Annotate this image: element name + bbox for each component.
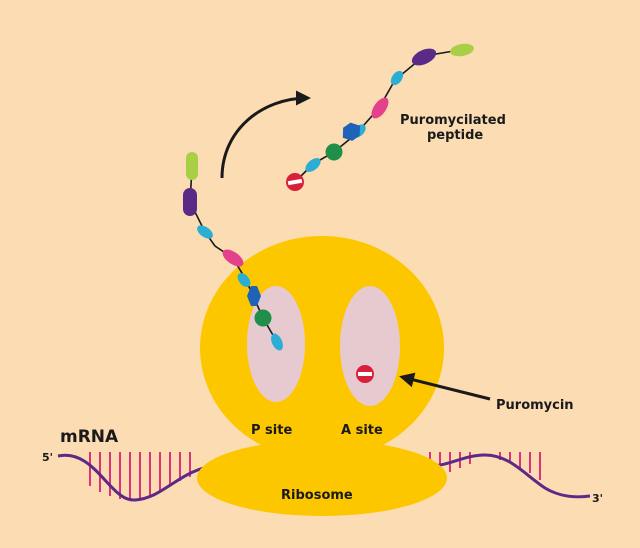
mrna-label: mRNA (60, 427, 119, 447)
p-site-label: P site (251, 423, 292, 438)
release-arrow (220, 90, 311, 179)
a-site-label: A site (341, 423, 383, 438)
five-prime-label: 5' (42, 451, 53, 464)
a-site-pocket (340, 286, 400, 406)
nascent-peptide (183, 152, 283, 351)
three-prime-label: 3' (592, 492, 603, 505)
ribosome (197, 236, 447, 516)
puromycin-arrow (399, 372, 491, 401)
puromycilated-peptide (286, 43, 474, 191)
ribosome-label: Ribosome (281, 488, 353, 503)
puromycin-molecule (356, 365, 374, 383)
puromycin-label: Puromycin (496, 398, 574, 413)
puromycilated-label-line2: peptide (427, 128, 483, 143)
puromycilated-label-line1: Puromycilated (400, 113, 506, 128)
